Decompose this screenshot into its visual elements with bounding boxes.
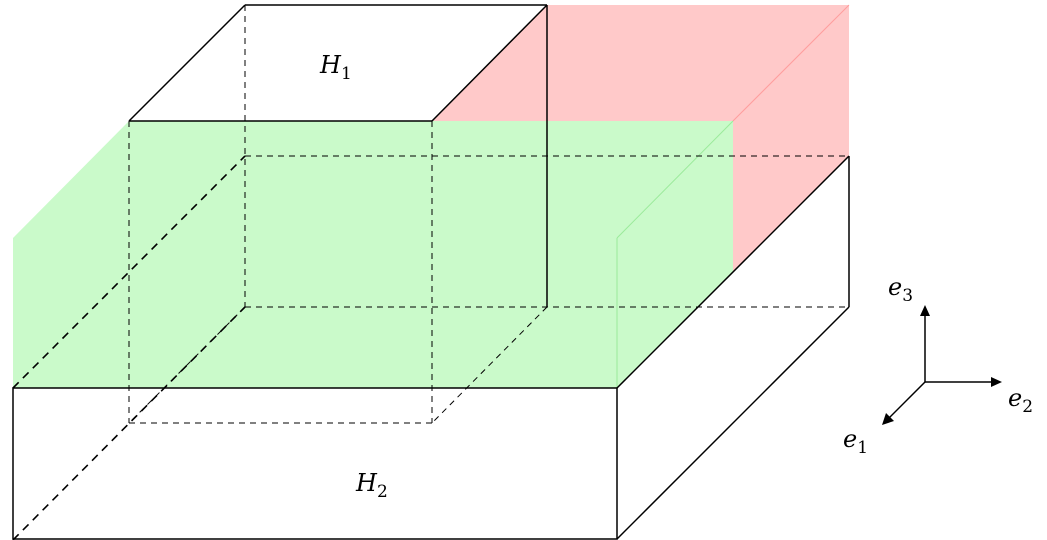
red-plane-edge	[732, 4, 850, 122]
label-e2: e2	[1008, 384, 1033, 417]
coordinate-axes	[887, 314, 993, 420]
arrow-e3-icon	[920, 305, 930, 316]
arrow-e1-icon	[882, 413, 894, 425]
box-h2-hidden-diagonals	[12, 155, 246, 540]
axis-arrowheads	[882, 305, 1002, 425]
label-e1: e1	[843, 425, 868, 458]
green-plane-edge	[616, 120, 734, 239]
red-plane	[432, 5, 849, 272]
axis-e1	[887, 381, 926, 420]
label-h1: H1	[319, 51, 352, 84]
label-h2: H2	[355, 469, 388, 502]
arrow-e2-icon	[991, 377, 1002, 387]
green-plane	[13, 121, 733, 388]
box-h2-hidden-edges	[245, 155, 849, 308]
label-e3: e3	[888, 273, 913, 306]
box-h2-edges	[12, 155, 850, 540]
